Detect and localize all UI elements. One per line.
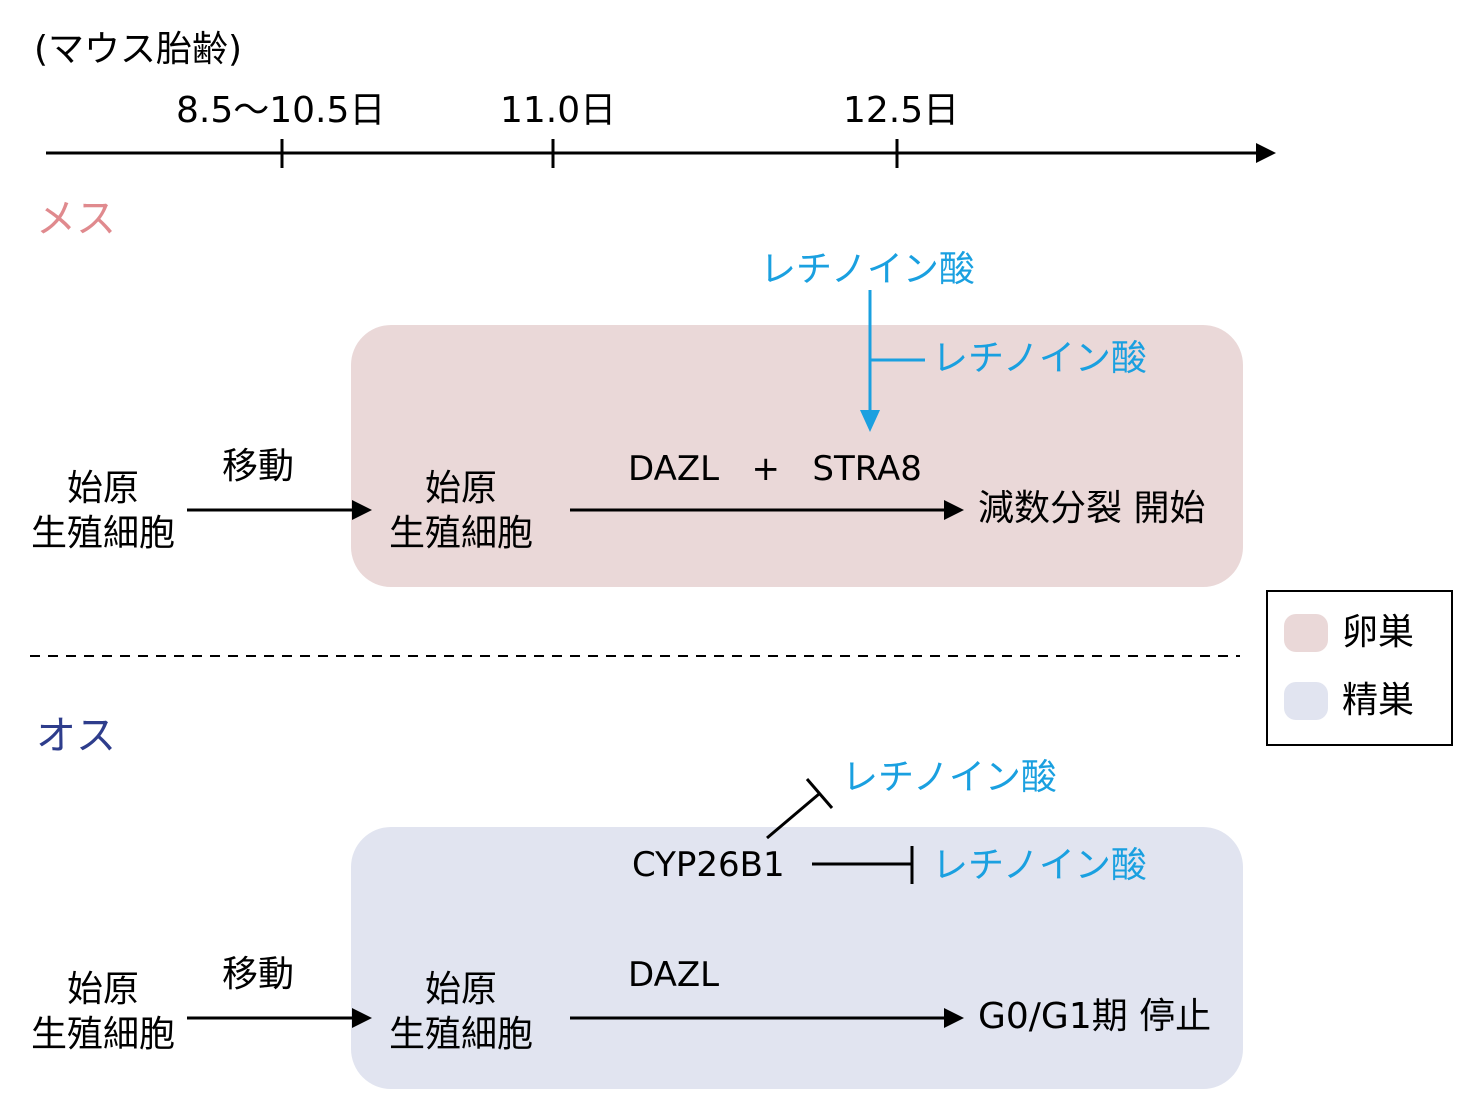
- male-pgc-origin-line1: 始原: [66, 969, 139, 1010]
- male-ra-top: レチノイン酸: [842, 757, 1057, 798]
- male-enzyme: CYP26B1: [632, 845, 785, 885]
- timeline-arrowhead: [1256, 143, 1276, 163]
- male-pgc-gonad: 始原 生殖細胞: [372, 967, 550, 1057]
- timeline-tick-label-1: 8.5〜10.5日: [176, 90, 386, 131]
- legend-swatch-ovary: [1284, 614, 1328, 652]
- legend-label-testis: 精巣: [1342, 680, 1415, 721]
- female-outcome: 減数分裂 開始: [978, 488, 1206, 529]
- ra-arrowhead: [860, 410, 880, 432]
- testis-region: [351, 827, 1243, 1089]
- male-outcome: G0/G1期 停止: [978, 996, 1212, 1037]
- legend-swatch-testis: [1284, 682, 1328, 720]
- cyp-inhibit-diagonal: [766, 792, 820, 840]
- female-pgc-origin-line2: 生殖細胞: [30, 513, 175, 554]
- cyp-inhibit-diagonal-bar: [805, 778, 834, 809]
- male-factors: DAZL: [628, 955, 720, 995]
- female-factors: DAZL + STRA8: [628, 449, 922, 489]
- female-ra-top: レチノイン酸: [760, 249, 975, 290]
- male-pgc-origin: 始原 生殖細胞: [14, 967, 192, 1057]
- timeline-tick-label-3: 12.5日: [843, 90, 960, 131]
- male-ra-side: レチノイン酸: [932, 845, 1147, 886]
- female-pgc-origin: 始原 生殖細胞: [14, 466, 192, 556]
- male-migration-label: 移動: [222, 954, 295, 995]
- female-pgc-gonad-line1: 始原: [424, 468, 497, 509]
- female-ra-side: レチノイン酸: [932, 338, 1147, 379]
- timeline-label: (マウス胎齢): [34, 29, 243, 70]
- male-pgc-gonad-line1: 始原: [424, 969, 497, 1010]
- male-pgc-gonad-line2: 生殖細胞: [388, 1014, 533, 1055]
- female-pgc-gonad-line2: 生殖細胞: [388, 513, 533, 554]
- legend: 卵巣 精巣: [1266, 590, 1453, 746]
- male-label: オス: [36, 713, 116, 759]
- timeline-tick-label-2: 11.0日: [500, 90, 617, 131]
- male-pgc-origin-line2: 生殖細胞: [30, 1014, 175, 1055]
- ovary-region: [351, 325, 1243, 587]
- female-label: メス: [36, 196, 116, 242]
- legend-label-ovary: 卵巣: [1342, 612, 1415, 653]
- female-pgc-origin-line1: 始原: [66, 468, 139, 509]
- female-migration-label: 移動: [222, 446, 295, 487]
- female-pgc-gonad: 始原 生殖細胞: [372, 466, 550, 556]
